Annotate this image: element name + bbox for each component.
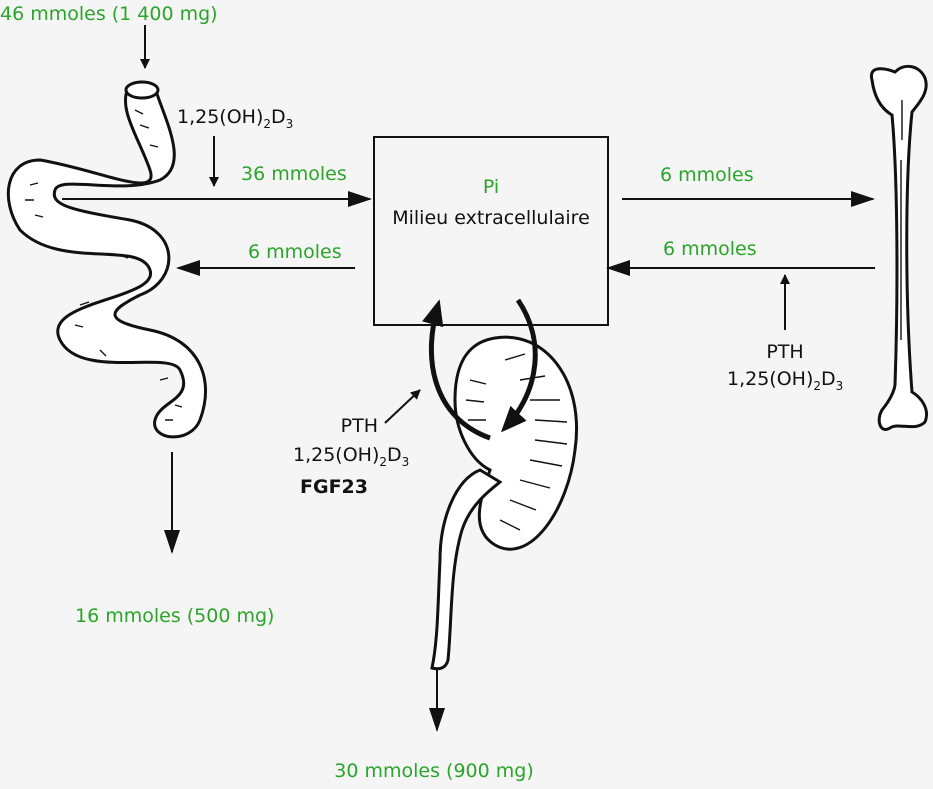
kidney-icon [430, 335, 578, 671]
kidney-regulator-arrow [384, 389, 421, 424]
kidney-filtration-arrow [500, 298, 538, 433]
intake-label: 46 mmoles (1 400 mg) [0, 3, 218, 25]
bone-icon [869, 64, 928, 431]
absorption-label: 36 mmoles [241, 163, 347, 185]
box-subtitle: Milieu extracellulaire [392, 207, 590, 229]
secretion-label: 6 mmoles [248, 241, 342, 263]
urinary-label: 30 mmoles (900 mg) [334, 760, 533, 782]
kidney-regulator-fgf23: FGF23 [300, 476, 368, 498]
box-title: Pi [483, 176, 499, 198]
kidney-regulator-vitd: 1,25(OH)2D3 [293, 444, 409, 469]
bone-regulator-pth: PTH [766, 341, 803, 363]
intestine-icon [6, 80, 208, 439]
fecal-label: 16 mmoles (500 mg) [75, 605, 274, 627]
kidney-regulator-pth: PTH [341, 415, 378, 437]
bone-resorption-label: 6 mmoles [663, 238, 757, 260]
bone-deposition-label: 6 mmoles [660, 164, 754, 186]
extracellular-box [373, 136, 609, 326]
intestine-regulator: 1,25(OH)2D3 [177, 106, 293, 131]
kidney-reabsorption-arrow [422, 299, 491, 441]
bone-regulator-vitd: 1,25(OH)2D3 [727, 368, 843, 393]
